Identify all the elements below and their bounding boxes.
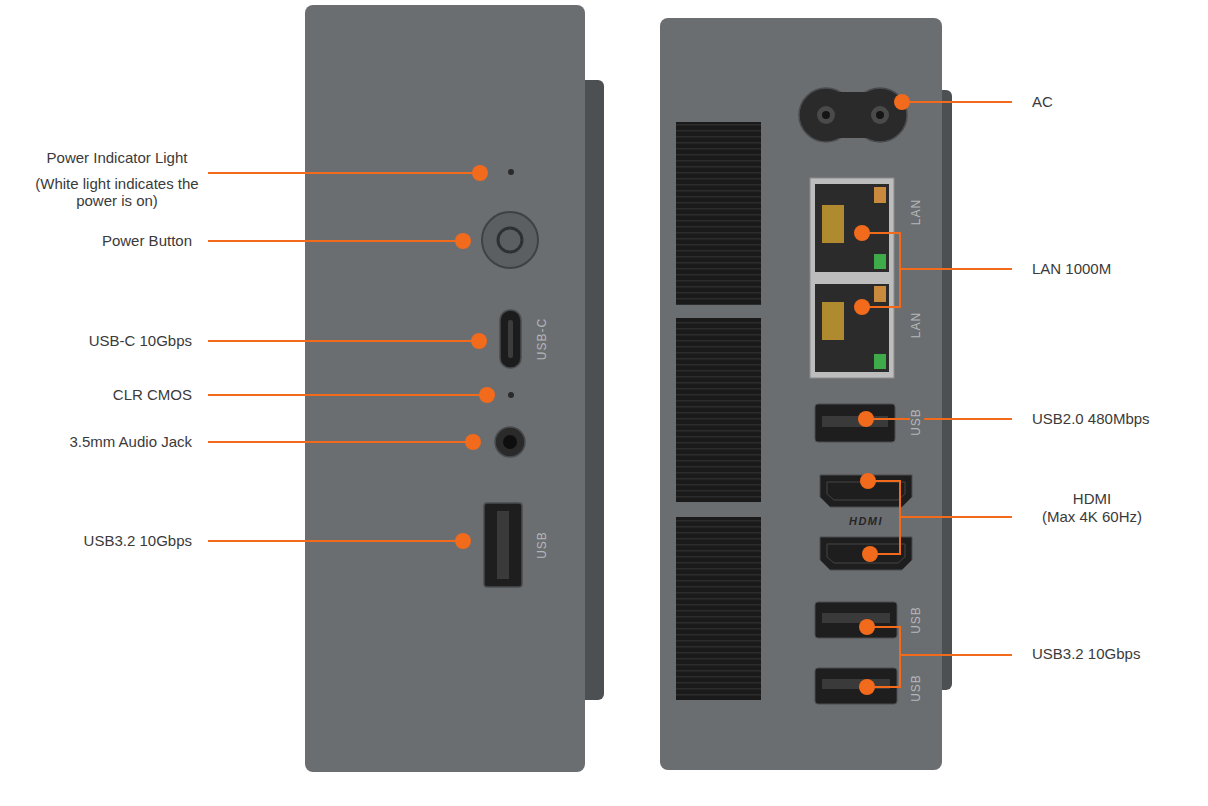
callout-label: USB2.0 480Mbps	[1032, 410, 1150, 427]
callout-dot	[455, 533, 471, 549]
hdmi-logo: HDMI	[849, 515, 883, 528]
vent	[676, 318, 761, 502]
callout-dot	[854, 225, 870, 241]
usb-a-tongue	[822, 613, 890, 623]
usb-a-port	[484, 503, 522, 587]
leader-line	[208, 394, 487, 396]
ac-pin	[871, 106, 889, 124]
callout-label: USB-C 10Gbps	[89, 332, 192, 349]
callout-dot	[479, 387, 495, 403]
port-marking: USB-C	[536, 318, 550, 360]
callout-dot	[471, 333, 487, 349]
leader-line	[902, 101, 1012, 103]
callout-label: CLR CMOS	[113, 386, 192, 403]
leader-line	[208, 441, 473, 443]
callout-dot	[465, 434, 481, 450]
leader-bracket	[867, 627, 1012, 687]
leader-bracket	[862, 233, 1012, 307]
callout-label: HDMI	[1073, 490, 1111, 507]
lan-jack	[815, 284, 889, 372]
leader-lines	[208, 102, 1012, 687]
leader-line	[208, 540, 463, 542]
callout-dot	[859, 679, 875, 695]
leader-line	[208, 340, 479, 342]
leader-bracket	[868, 481, 1012, 554]
power-button	[482, 212, 538, 268]
callout-label: AC	[1032, 93, 1053, 110]
port-marking: USB	[536, 531, 550, 559]
callout-dot	[472, 165, 488, 181]
vent	[676, 517, 761, 700]
port-marking: USB	[910, 606, 924, 634]
callout-dot	[854, 299, 870, 315]
audio-jack	[495, 427, 525, 457]
front-housing	[305, 5, 585, 772]
callout-title: Power Indicator Light	[47, 149, 188, 166]
power-button-ring	[498, 228, 522, 252]
ac-pin	[817, 106, 835, 124]
usb-a-port	[815, 404, 895, 442]
usb-a-tongue	[497, 511, 509, 579]
callout-label: USB3.2 10Gbps	[84, 532, 192, 549]
port-marking: LAN	[910, 312, 924, 338]
usb-c-port	[500, 310, 521, 368]
lan-pins	[822, 302, 844, 340]
lan-led	[874, 354, 886, 369]
usb-a-tongue	[822, 416, 888, 427]
callout-label: Power Button	[102, 232, 192, 249]
usb-c-tongue	[508, 320, 513, 358]
lan-jack	[815, 184, 889, 272]
usb-a-port	[815, 602, 897, 638]
callout-dot	[858, 411, 874, 427]
vent	[676, 122, 761, 305]
callout-label: 3.5mm Audio Jack	[69, 433, 192, 450]
lan-led	[874, 187, 886, 203]
callout-dot	[859, 619, 875, 635]
leader-line	[208, 172, 480, 174]
ac-pin-hole	[876, 111, 884, 119]
indicator-light	[508, 169, 514, 175]
lan-pins	[822, 205, 844, 243]
lan-led	[874, 286, 886, 302]
callout-dot	[862, 546, 878, 562]
callout-label: LAN 1000M	[1032, 260, 1111, 277]
leader-line	[208, 240, 463, 242]
callout-dot	[860, 473, 876, 489]
callout-note: (Max 4K 60Hz)	[1042, 508, 1142, 525]
leader-line	[866, 418, 1012, 420]
callout-dot	[455, 233, 471, 249]
callout-note: (White light indicates the power is on)	[29, 175, 205, 210]
port-marking: USB	[910, 674, 924, 702]
lan-frame	[810, 178, 894, 378]
port-marking: USB	[910, 406, 924, 438]
clr-cmos-hole	[508, 392, 514, 398]
audio-jack-hole	[503, 435, 517, 449]
callout-label: USB3.2 10Gbps	[1032, 645, 1140, 662]
callout-dot	[894, 94, 910, 110]
port-marking: LAN	[910, 199, 924, 225]
lan-led	[874, 254, 886, 269]
ac-pin-hole	[822, 111, 830, 119]
callout-dots	[455, 94, 910, 695]
